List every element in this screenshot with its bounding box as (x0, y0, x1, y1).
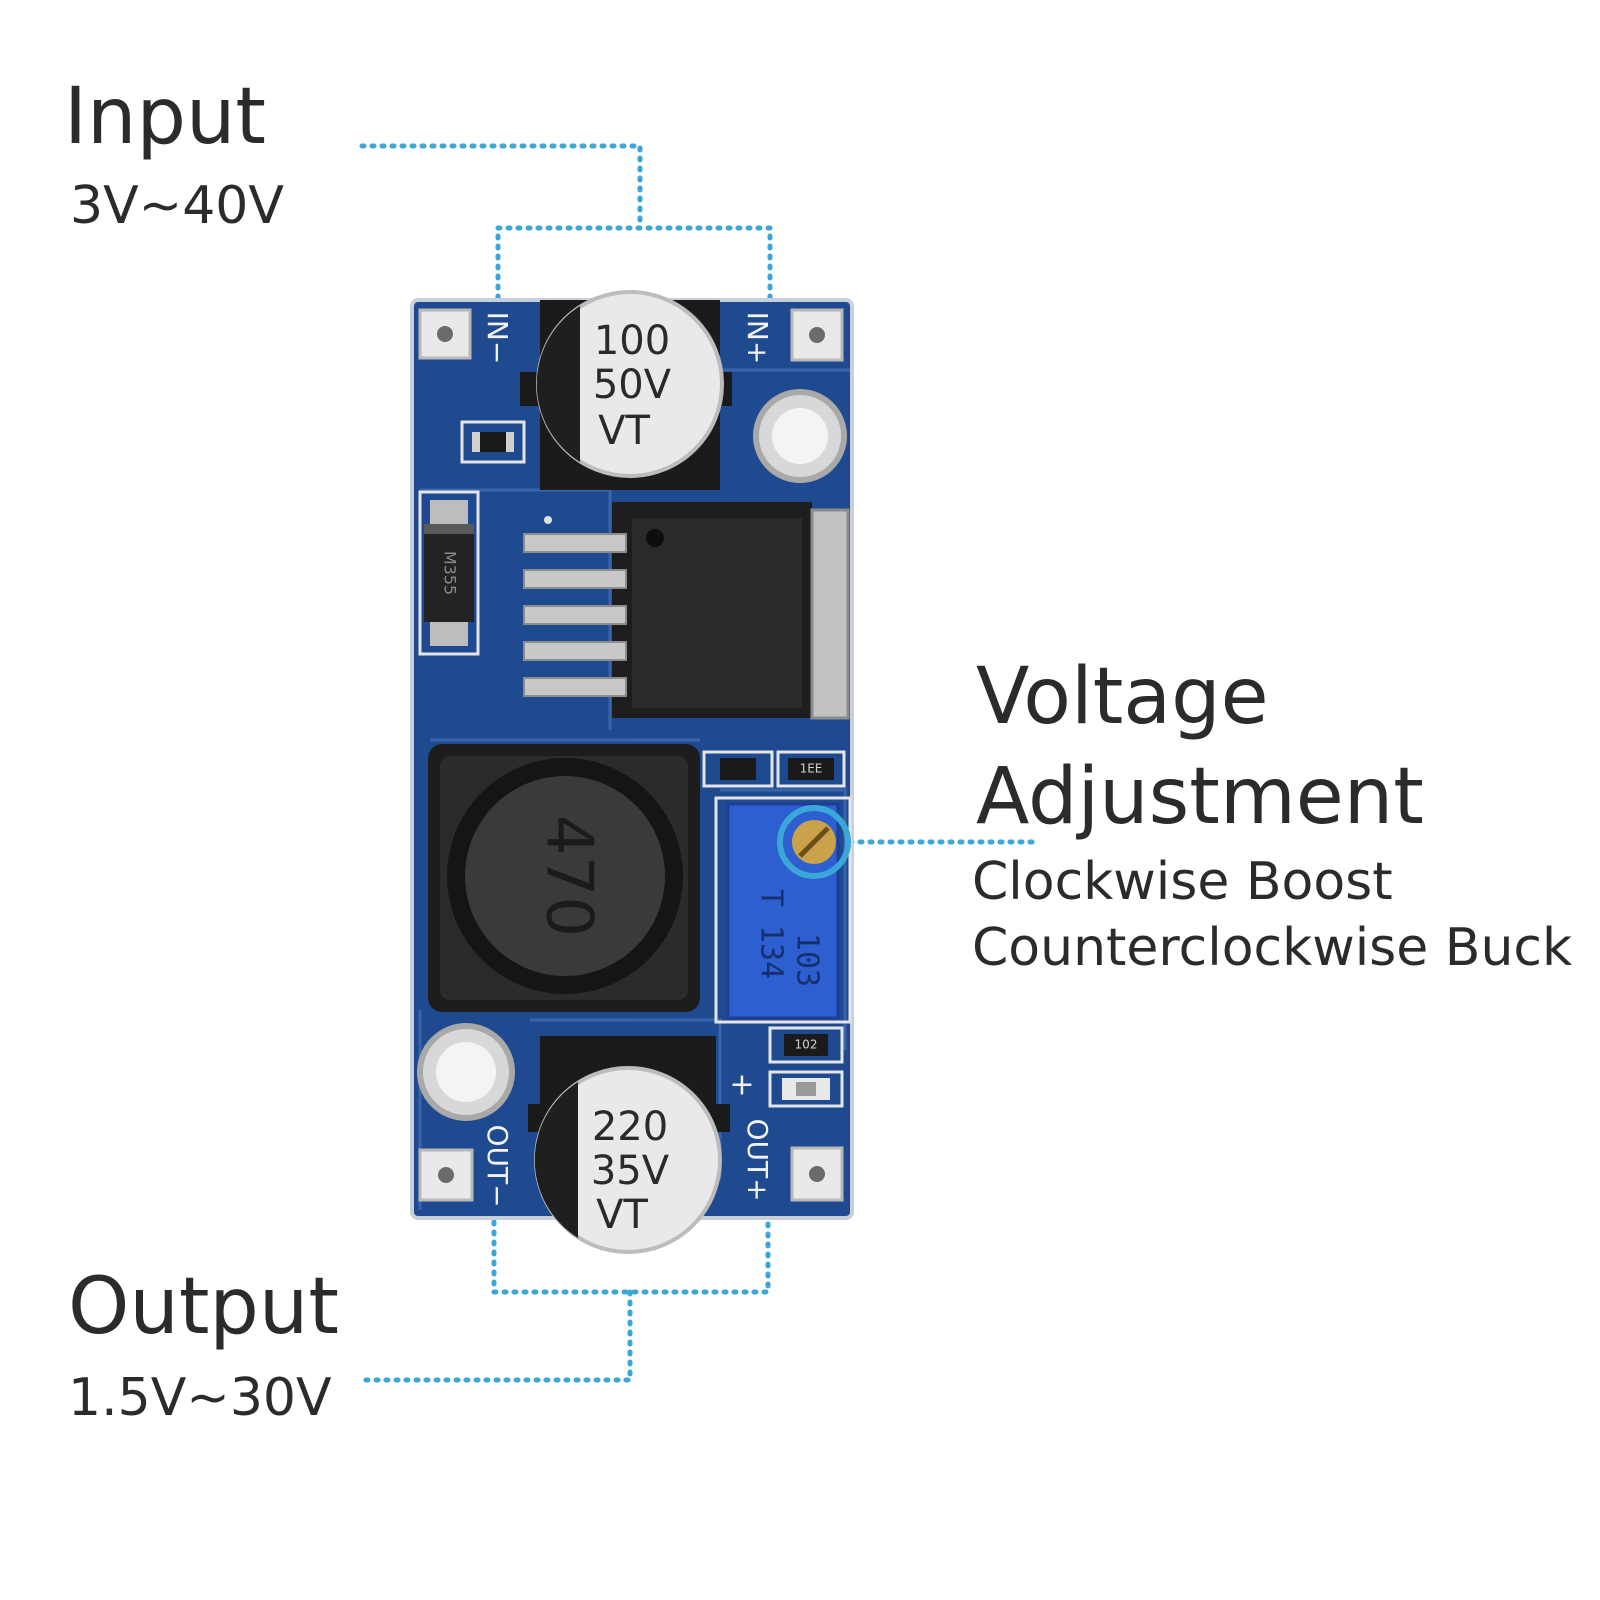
resistor-label-1: 1EE (800, 762, 823, 776)
potentiometer[interactable]: 103 T 134 (714, 796, 852, 1024)
leader-lines (357, 143, 1039, 1383)
regulator-ic (523, 502, 850, 720)
pin-label-in-plus: IN+ (741, 312, 774, 365)
output-range: 1.5V~30V (68, 1368, 332, 1428)
output-cap-line2: 35V (591, 1148, 670, 1194)
counterclockwise-buck-text: Counterclockwise Buck (972, 918, 1573, 978)
input-leader-line (359, 143, 643, 231)
smd-resistors-right: 1EE (702, 750, 846, 788)
output-cap-line1: 220 (592, 1104, 668, 1150)
input-cap-line2: 50V (593, 362, 672, 408)
input-cap-line1: 100 (594, 318, 670, 364)
output-bracket (491, 1219, 771, 1295)
input-title: Input (64, 72, 266, 162)
pot-label-2: T 134 (754, 889, 789, 979)
clockwise-boost-text: Clockwise Boost (972, 852, 1393, 912)
pin-label-out-plus: OUT+ (741, 1118, 774, 1201)
output-leader-line (357, 1289, 633, 1383)
corner-pads (418, 308, 844, 1202)
input-cap-line3: VT (598, 408, 650, 454)
voltage-adjustment-title-line1: Voltage (976, 652, 1269, 742)
smd-resistor-top (460, 420, 526, 464)
input-bracket (495, 225, 773, 301)
pin-label-in-minus: IN− (481, 312, 514, 365)
inductor-label: 470 (531, 815, 605, 937)
input-capacitor: 100 50V VT (520, 290, 732, 490)
resistor-label-2: 102 (795, 1038, 818, 1052)
output-title: Output (68, 1262, 339, 1352)
pot-label-1: 103 (790, 933, 825, 987)
diode: M355 (418, 490, 480, 656)
output-capacitor: 220 35V VT (528, 1036, 730, 1254)
output-cap-line3: VT (596, 1192, 648, 1238)
inductor: 470 (428, 744, 700, 1012)
plus-mark: + (729, 1068, 754, 1103)
mounting-holes (417, 389, 847, 1121)
adjust-highlight-ring (777, 805, 851, 879)
pin-label-out-minus: OUT− (481, 1124, 514, 1207)
input-range: 3V~40V (70, 176, 284, 236)
voltage-adjustment-title-line2: Adjustment (976, 752, 1424, 842)
pcb: M355 470 (410, 290, 854, 1254)
diode-label: M355 (441, 551, 460, 595)
smd-bottom-right: 102 (768, 1026, 844, 1108)
